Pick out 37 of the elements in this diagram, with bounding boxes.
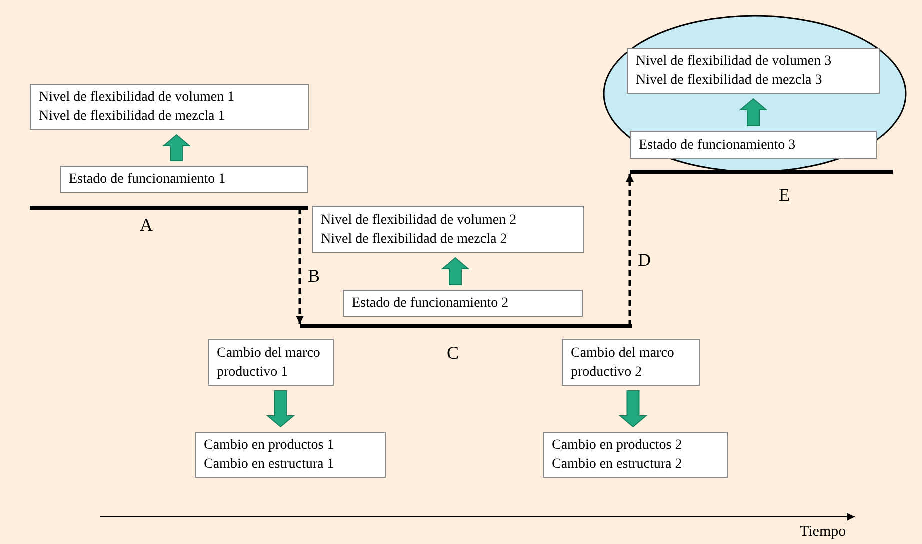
line-label: C — [447, 343, 460, 364]
text-box — [543, 432, 728, 478]
text-box — [627, 48, 880, 94]
box-text: Estado de funcionamiento 2 — [352, 295, 510, 313]
box-text: Nivel de flexibilidad de volumen 1 — [39, 89, 236, 107]
block-arrow — [162, 134, 192, 162]
box-text: Nivel de flexibilidad de mezcla 2 — [321, 230, 508, 248]
block-arrow — [441, 257, 470, 286]
text-box — [343, 290, 583, 317]
box-text: Nivel de flexibilidad de mezcla 3 — [636, 72, 824, 90]
box-text: Cambio en estructura 2 — [552, 456, 684, 474]
text-box — [30, 84, 309, 130]
line-label: A — [140, 215, 153, 236]
text-box — [562, 339, 700, 386]
line-label: E — [779, 185, 790, 206]
text-box — [630, 131, 877, 159]
axis-label: Tiempo — [800, 524, 846, 541]
text-box — [195, 432, 386, 478]
text-box — [60, 166, 308, 193]
box-text: Estado de funcionamiento 3 — [639, 136, 797, 154]
ellipse-region — [603, 15, 907, 173]
box-text: Estado de funcionamiento 1 — [69, 171, 227, 189]
box-text: Cambio en productos 2 — [552, 437, 684, 455]
dashed-arrow — [626, 174, 634, 326]
box-text: Nivel de flexibilidad de volumen 2 — [321, 212, 518, 230]
box-text: Cambio del marco productivo 2 — [571, 344, 676, 382]
dashed-arrow — [296, 208, 304, 324]
box-text: Nivel de flexibilidad de mezcla 1 — [39, 108, 226, 126]
box-text: Cambio en estructura 1 — [204, 456, 336, 474]
block-arrow — [739, 98, 768, 126]
box-text: Nivel de flexibilidad de volumen 3 — [636, 53, 833, 71]
block-arrow — [266, 390, 296, 428]
text-box — [208, 339, 334, 386]
text-box — [312, 206, 584, 253]
box-text: Cambio del marco productivo 1 — [217, 344, 322, 382]
box-text: Cambio en productos 1 — [204, 437, 336, 455]
block-arrow — [618, 390, 648, 428]
